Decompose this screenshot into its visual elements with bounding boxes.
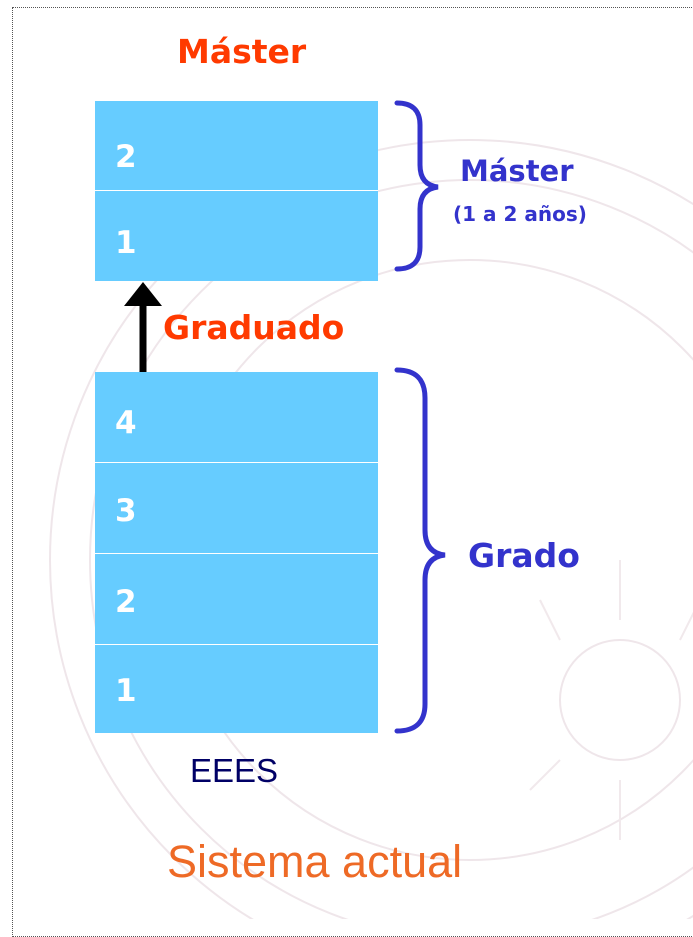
grado-label: Grado — [468, 536, 580, 575]
master-duration: (1 a 2 años) — [453, 202, 587, 226]
master-year-box: 1 — [95, 191, 378, 281]
grado-year-number: 1 — [115, 673, 137, 709]
graduation-label: Graduado — [163, 308, 345, 347]
master-year-number: 2 — [115, 139, 137, 175]
caption: Sistema actual — [167, 836, 463, 887]
master-year-box: 2 — [95, 101, 378, 191]
grado-year-box: 2 — [95, 554, 378, 645]
grado-year-box: 3 — [95, 463, 378, 554]
master-year-number: 1 — [115, 225, 137, 261]
master-label: Máster — [460, 154, 574, 188]
grado-year-number: 2 — [115, 584, 137, 620]
grado-year-number: 4 — [115, 405, 137, 441]
diagram-title: Máster — [177, 32, 307, 71]
grado-year-number: 3 — [115, 493, 137, 529]
grado-brace — [394, 367, 446, 734]
grado-year-box: 1 — [95, 645, 378, 733]
grado-year-box: 4 — [95, 372, 378, 463]
master-brace — [394, 100, 439, 272]
graduation-arrow-head — [124, 282, 162, 306]
system-label: EEES — [190, 752, 279, 789]
